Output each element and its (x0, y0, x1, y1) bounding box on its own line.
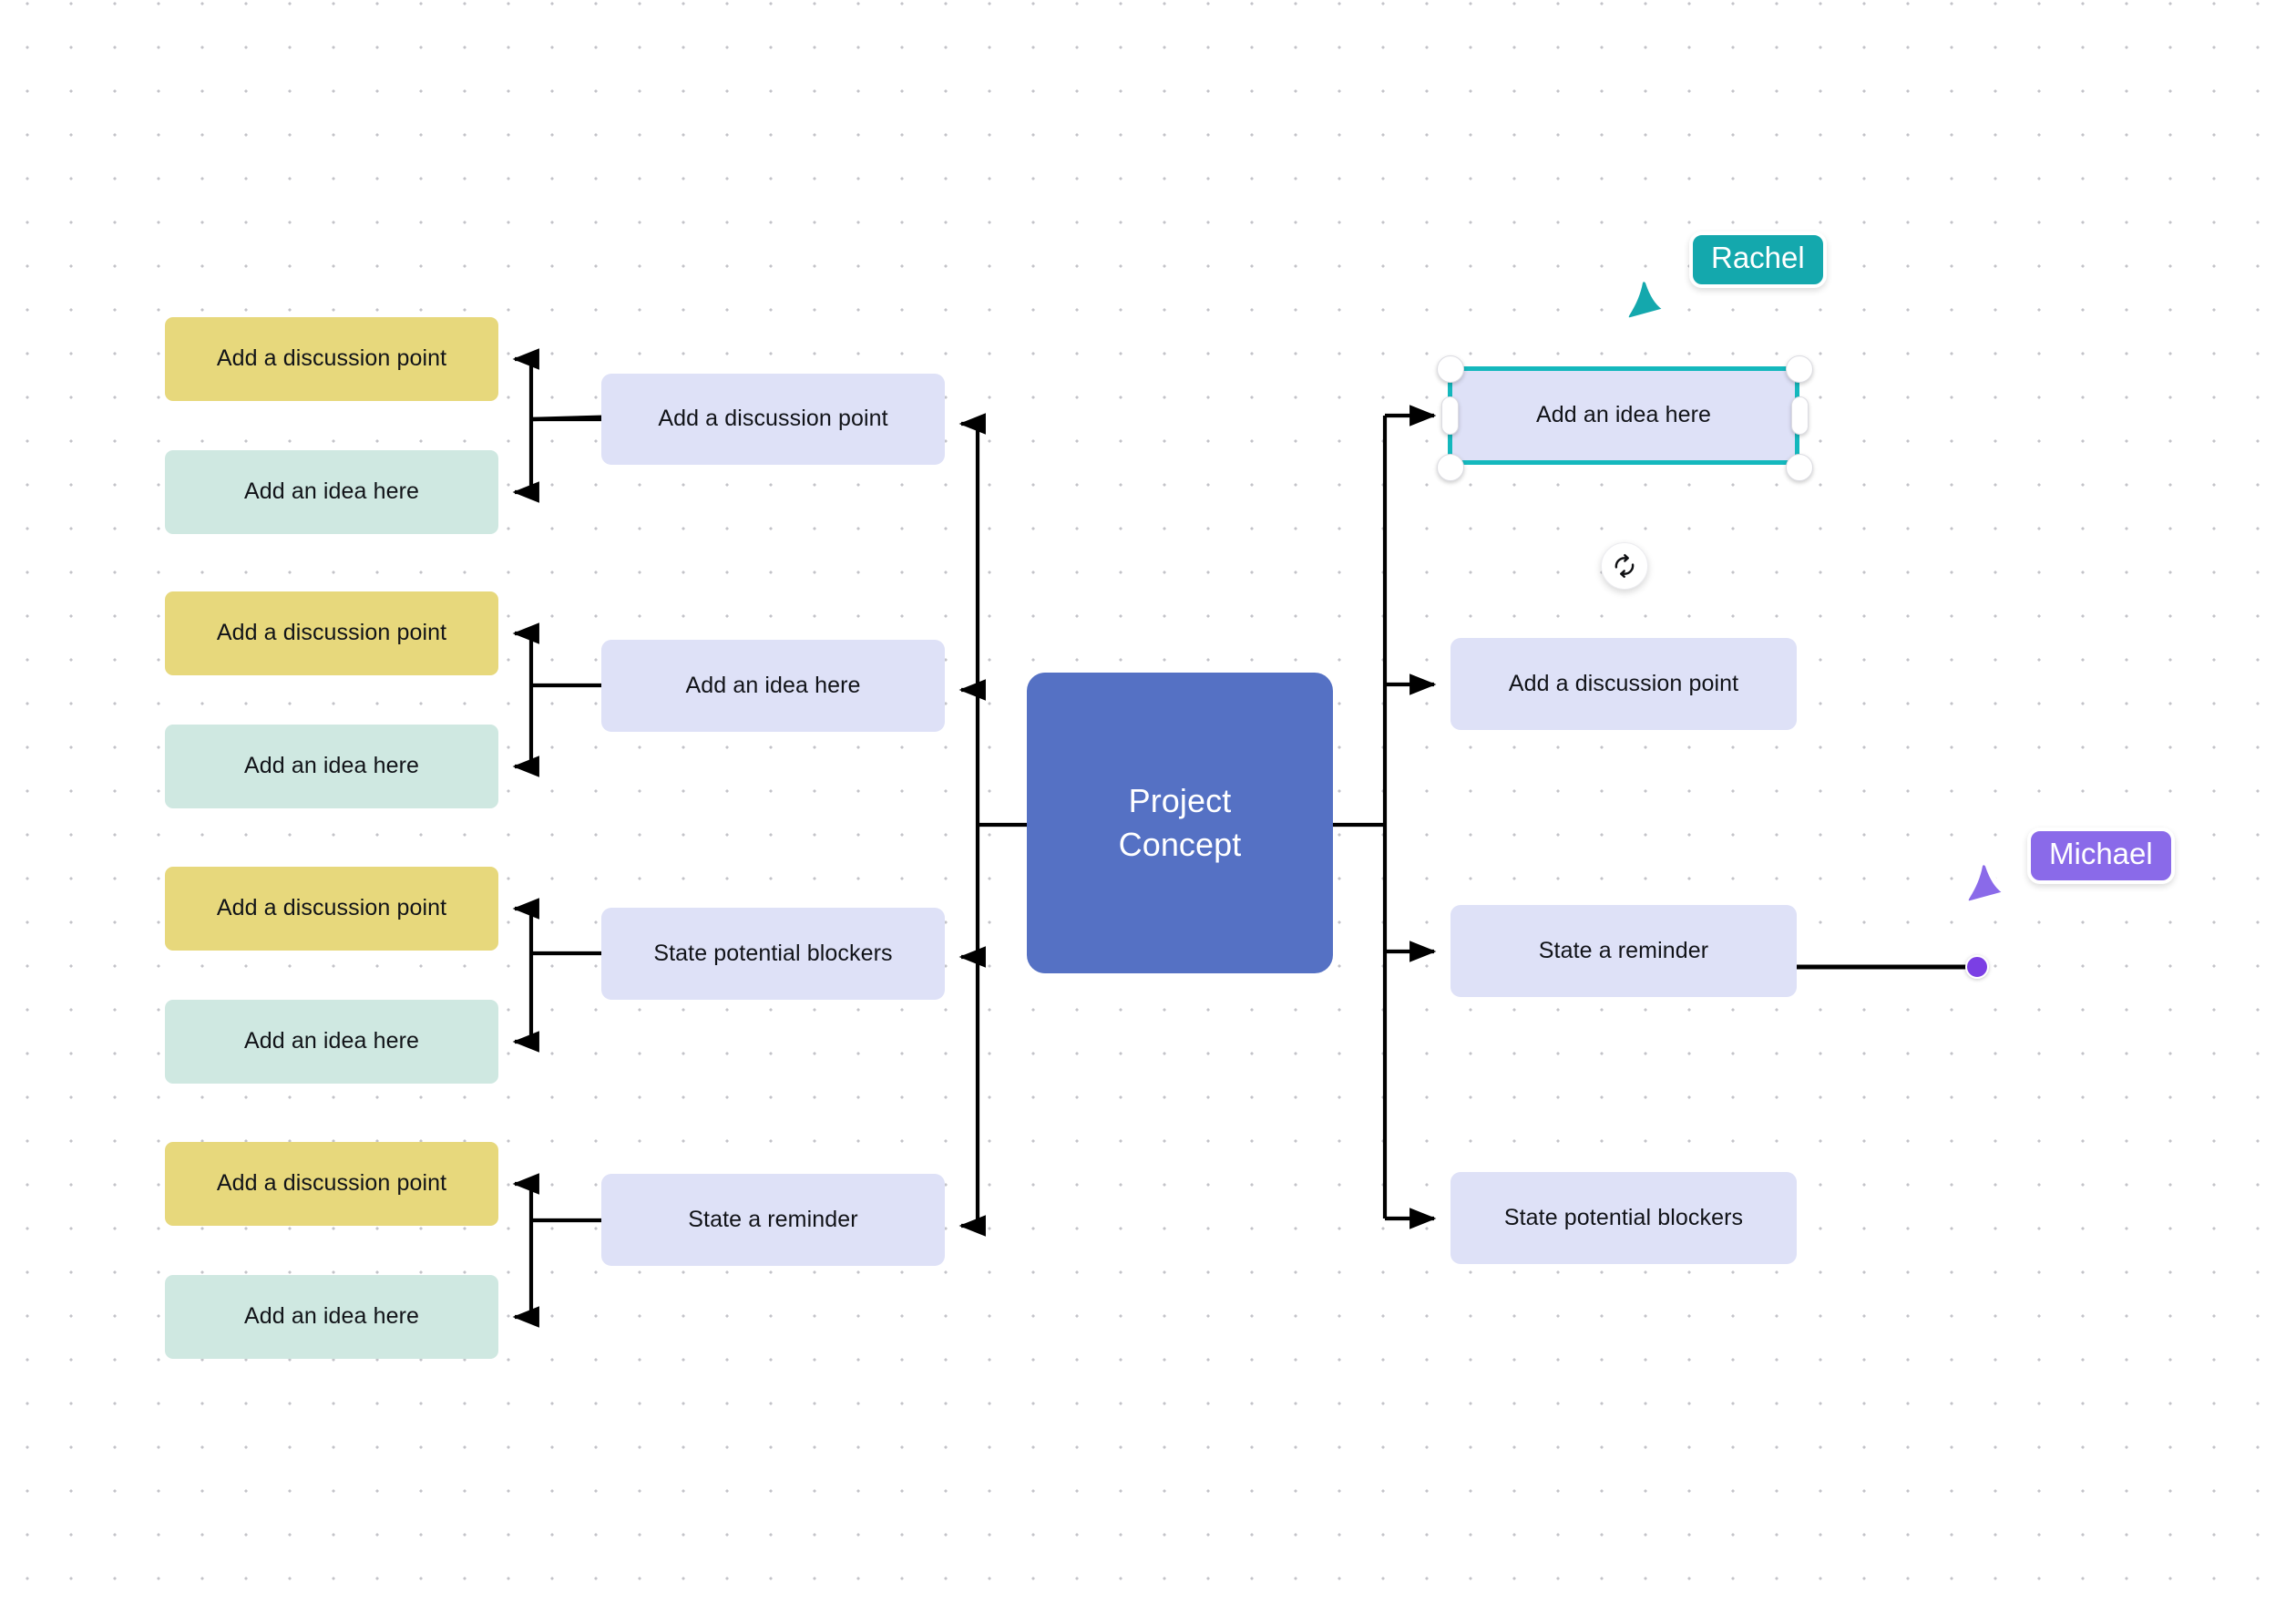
right-node-3[interactable]: State a reminder (1450, 905, 1797, 997)
mid-node-1-label: Add a discussion point (658, 406, 888, 432)
right-node-1-label: Add an idea here (1535, 402, 1712, 428)
left-node-1-label: Add a discussion point (216, 345, 447, 372)
right-node-4[interactable]: State potential blockers (1450, 1172, 1797, 1264)
right-node-3-label: State a reminder (1538, 937, 1709, 963)
left-node-7-label: Add a discussion point (216, 1170, 447, 1197)
resize-handle-top-left[interactable] (1437, 355, 1464, 383)
cursor-name-michael: Michael (2049, 837, 2153, 870)
resize-handle-bottom-right[interactable] (1786, 454, 1813, 481)
resize-handle-mid-left[interactable] (1441, 396, 1459, 435)
left-node-7[interactable]: Add a discussion point (165, 1142, 498, 1226)
rotate-icon (1612, 553, 1637, 579)
right-node-4-label: State potential blockers (1503, 1204, 1744, 1230)
mid-node-4-label: State a reminder (688, 1206, 858, 1232)
center-node-project-concept[interactable]: Project Concept (1027, 673, 1333, 973)
rotate-handle[interactable] (1601, 542, 1648, 590)
left-node-1[interactable]: Add a discussion point (165, 317, 498, 401)
right-node-2-label: Add a discussion point (1508, 670, 1739, 696)
left-node-5[interactable]: Add a discussion point (165, 867, 498, 951)
center-node-line-2: Concept (1118, 826, 1242, 863)
left-node-8[interactable]: Add an idea here (165, 1275, 498, 1359)
cursor-label-rachel: Rachel (1689, 231, 1827, 288)
left-node-8-label: Add an idea here (243, 1303, 420, 1330)
cursor-name-rachel: Rachel (1711, 241, 1805, 274)
right-node-2[interactable]: Add a discussion point (1450, 638, 1797, 730)
mid-node-2-label: Add an idea here (685, 672, 861, 698)
resize-handle-bottom-left[interactable] (1437, 454, 1464, 481)
cursor-pointer-rachel (1624, 276, 1668, 324)
left-node-6[interactable]: Add an idea here (165, 1000, 498, 1084)
mid-node-3[interactable]: State potential blockers (601, 908, 945, 1000)
connector-endpoint-dot[interactable] (1965, 955, 1989, 979)
mid-node-2[interactable]: Add an idea here (601, 640, 945, 732)
left-node-2[interactable]: Add an idea here (165, 450, 498, 534)
left-node-6-label: Add an idea here (243, 1028, 420, 1054)
mid-node-3-label: State potential blockers (653, 940, 893, 966)
left-node-4-label: Add an idea here (243, 753, 420, 779)
center-node-line-1: Project (1128, 782, 1232, 820)
mid-node-4[interactable]: State a reminder (601, 1174, 945, 1266)
resize-handle-top-right[interactable] (1786, 355, 1813, 383)
left-node-3[interactable]: Add a discussion point (165, 591, 498, 675)
left-node-5-label: Add a discussion point (216, 895, 447, 921)
left-node-4[interactable]: Add an idea here (165, 725, 498, 808)
left-node-3-label: Add a discussion point (216, 620, 447, 646)
left-node-2-label: Add an idea here (243, 478, 420, 505)
cursor-pointer-michael (1963, 859, 2008, 907)
right-node-1-selected[interactable]: Add an idea here (1450, 369, 1797, 462)
cursor-label-michael: Michael (2027, 828, 2175, 884)
mid-node-1[interactable]: Add a discussion point (601, 374, 945, 465)
resize-handle-mid-right[interactable] (1791, 396, 1809, 435)
